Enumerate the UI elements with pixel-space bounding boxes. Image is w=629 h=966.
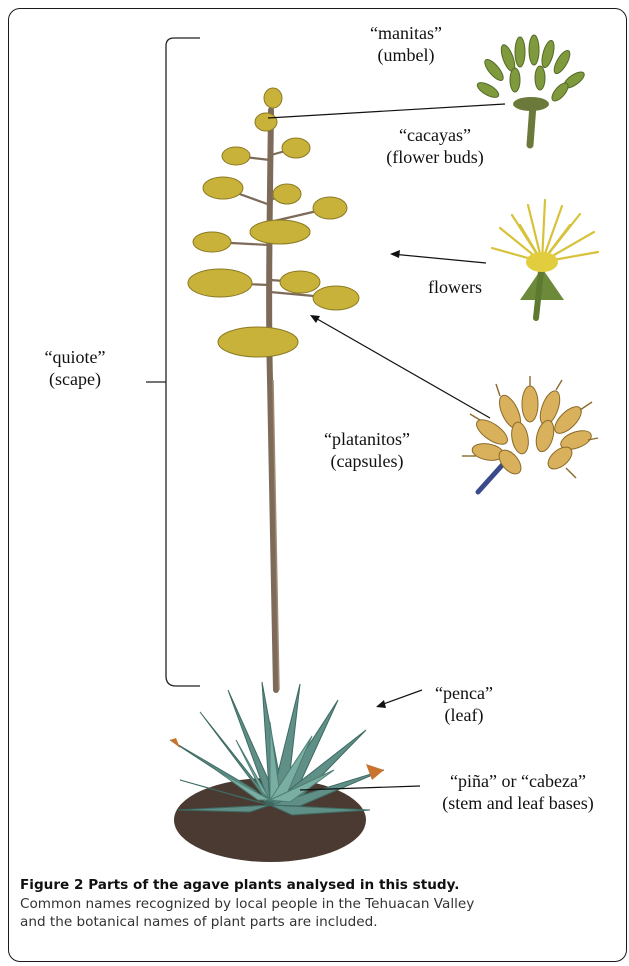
penca-common-name: “penca” [424,682,504,704]
platanitos-common-name: “platanitos” [312,428,422,450]
inflorescence-clusters [188,88,359,357]
arrow-heads [310,250,400,708]
caption-line-2: and the botanical names of plant parts a… [20,913,620,932]
label-flowers: flowers [420,276,490,298]
quiote-botanical-name: (scape) [30,368,120,390]
pina-common-name: “piña” or “cabeza” [420,770,616,792]
caption-line-1: Common names recognized by local people … [20,895,620,914]
label-penca: “penca” (leaf) [424,682,504,726]
pina-botanical-name: (stem and leaf bases) [420,792,616,814]
flowers-name: flowers [420,276,490,298]
platanitos-botanical-name: (capsules) [312,450,422,472]
figure-title: Figure 2 Parts of the agave plants analy… [20,876,620,895]
penca-botanical-name: (leaf) [424,704,504,726]
label-quiote: “quiote” (scape) [30,346,120,390]
manitas-common-name: “manitas” [358,22,454,44]
flowers-image [492,200,598,318]
cacayas-common-name: “cacayas” [370,124,500,146]
manitas-botanical-name: (umbel) [358,44,454,66]
agave-rosette [170,682,384,862]
platanitos-capsules-image [462,376,598,492]
label-cacayas: “cacayas” (flower buds) [370,124,500,168]
cacayas-botanical-name: (flower buds) [370,146,500,168]
label-manitas: “manitas” (umbel) [358,22,454,66]
scape-bracket [146,38,200,686]
quiote-common-name: “quiote” [30,346,120,368]
figure-caption: Figure 2 Parts of the agave plants analy… [20,876,620,932]
label-platanitos: “platanitos” (capsules) [312,428,422,472]
label-pina: “piña” or “cabeza” (stem and leaf bases) [420,770,616,814]
